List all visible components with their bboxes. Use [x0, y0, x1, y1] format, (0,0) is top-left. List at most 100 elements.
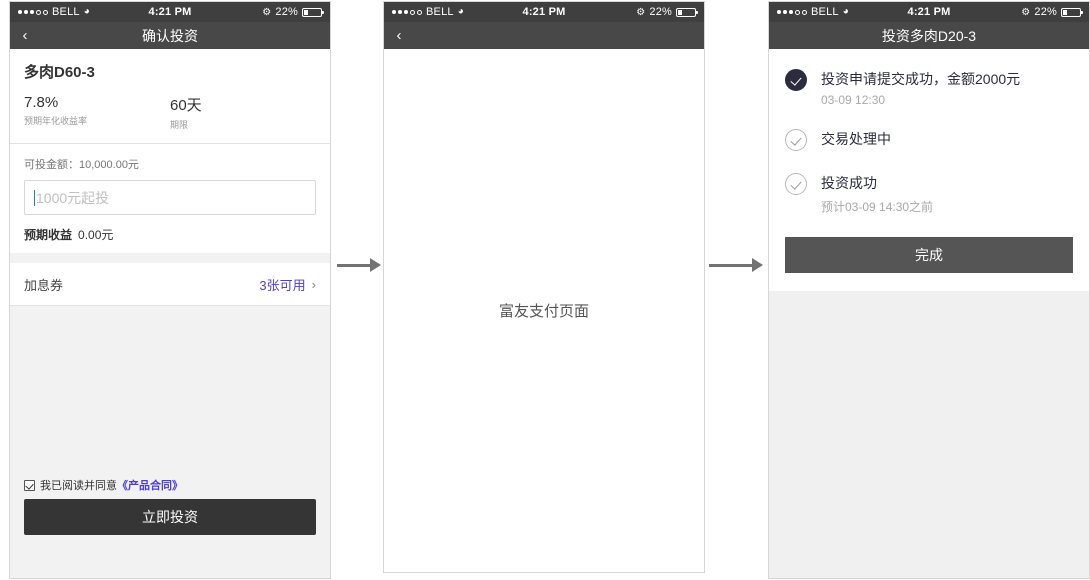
coupon-card[interactable]: 加息券 3张可用 › [10, 263, 330, 305]
status-bar-left: BELL ◕ [777, 6, 849, 18]
page-title: 确认投资 [142, 27, 198, 44]
battery-percent-label: 22% [649, 6, 672, 18]
phone-screen-payment: BELL ◕ 4:21 PM ⚙ 22% ‹ 富友支付页面 [383, 1, 705, 573]
done-button[interactable]: 完成 [785, 236, 1073, 273]
phone-screen-confirm-investment: BELL ◕ 4:21 PM ⚙ 22% ‹ 确认投资 多肉D60-3 7.8%… [9, 1, 331, 579]
timeline-subtitle: 03-09 12:30 [821, 93, 886, 108]
stat-rate: 7.8% 预期年化收益率 [24, 94, 170, 131]
amount-card: 可投金额：10,000.00元 1000元起投 预期收益 0.00元 [10, 144, 330, 253]
battery-icon [302, 7, 324, 17]
signal-dots-icon [18, 9, 48, 15]
text-caret [34, 189, 35, 206]
arrow-right-icon [370, 258, 381, 272]
status-bar: BELL ◕ 4:21 PM ⚙ 22% [769, 2, 1089, 22]
battery-icon [676, 7, 698, 17]
page-title: 投资多肉D20-3 [881, 27, 977, 44]
coupon-available-count: 3张可用 [259, 277, 306, 293]
rate-value: 7.8% [24, 94, 59, 111]
term-label: 期限 [170, 120, 189, 130]
expected-profit-value: 0.00元 [78, 228, 114, 242]
timeline-content: 投资申请提交成功，金额2000元 03-09 12:30 [807, 69, 1020, 107]
battery-percent-label: 22% [275, 6, 298, 18]
coupon-row[interactable]: 加息券 3张可用 › [10, 263, 330, 305]
amount-input[interactable]: 1000元起投 [24, 180, 316, 215]
product-block: 多肉D60-3 7.8% 预期年化收益率 60天 期限 [10, 49, 330, 143]
amount-block: 可投金额：10,000.00元 1000元起投 预期收益 0.00元 [10, 144, 330, 253]
stat-term: 60天 期限 [170, 94, 316, 131]
status-bar-left: BELL ◕ [18, 6, 90, 18]
amount-input-placeholder: 1000元起投 [36, 189, 110, 206]
invest-now-button[interactable]: 立即投资 [24, 499, 316, 535]
check-circle-outline-icon [785, 129, 807, 152]
status-bar: BELL ◕ 4:21 PM ⚙ 22% [384, 2, 704, 22]
divider [10, 143, 330, 144]
signal-dots-icon [777, 9, 807, 15]
term-value: 60天 [170, 97, 202, 114]
agreement-row[interactable]: 我已阅读并同意 《产品合同》 [24, 477, 316, 493]
result-card: 投资申请提交成功，金额2000元 03-09 12:30 交易处理中 [769, 49, 1089, 291]
timeline-title: 投资申请提交成功，金额2000元 [821, 71, 1021, 87]
product-card: 多肉D60-3 7.8% 预期年化收益率 60天 期限 [10, 49, 330, 143]
coupon-label: 加息券 [24, 277, 64, 293]
nav-bar: ‹ [384, 22, 704, 49]
wifi-icon: ◕ [83, 6, 90, 17]
status-bar-right: ⚙ 22% [262, 6, 324, 18]
status-bar-right: ⚙ 22% [636, 6, 698, 18]
arrow-right-icon [752, 258, 763, 272]
payment-page-placeholder: 富友支付页面 [498, 303, 589, 320]
screen2-body: 富友支付页面 [384, 49, 704, 572]
status-bar-right: ⚙ 22% [1021, 6, 1083, 18]
phone-screen-invest-result: BELL ◕ 4:21 PM ⚙ 22% 投资多肉D20-3 投资申请提交成功，… [768, 1, 1090, 579]
check-circle-outline-icon [785, 173, 807, 196]
signal-dots-icon [392, 9, 422, 15]
investment-timeline: 投资申请提交成功，金额2000元 03-09 12:30 交易处理中 [769, 69, 1089, 215]
bluetooth-icon: ⚙ [1021, 6, 1031, 18]
bluetooth-icon: ⚙ [262, 6, 272, 18]
timeline-step: 投资申请提交成功，金额2000元 03-09 12:30 [785, 69, 1073, 129]
nav-bar: ‹ 确认投资 [10, 22, 330, 49]
agreement-text: 我已阅读并同意 [40, 480, 117, 492]
screen1-body: 多肉D60-3 7.8% 预期年化收益率 60天 期限 可投金额：10,000.… [10, 49, 330, 578]
timeline-marker [785, 69, 807, 91]
flow-arrow-1 [337, 258, 381, 272]
timeline-content: 投资成功 预计03-09 14:30之前 [807, 173, 933, 214]
timeline-step: 交易处理中 [785, 129, 1073, 173]
carrier-label: BELL [52, 6, 80, 18]
screen3-body: 投资申请提交成功，金额2000元 03-09 12:30 交易处理中 [769, 49, 1089, 578]
battery-percent-label: 22% [1034, 6, 1057, 18]
timeline-marker [785, 129, 807, 152]
arrow-shaft [337, 263, 371, 267]
carrier-label: BELL [426, 6, 454, 18]
product-stats: 7.8% 预期年化收益率 60天 期限 [24, 94, 316, 131]
back-button[interactable]: ‹ [396, 26, 402, 44]
wifi-icon: ◕ [842, 6, 849, 17]
timeline-title: 交易处理中 [821, 131, 891, 148]
battery-icon [1061, 7, 1083, 17]
status-bar: BELL ◕ 4:21 PM ⚙ 22% [10, 2, 330, 22]
product-name: 多肉D60-3 [24, 64, 95, 81]
flow-arrow-2 [709, 258, 763, 272]
wifi-icon: ◕ [457, 6, 464, 17]
agreement-checkbox[interactable] [24, 479, 35, 491]
available-amount-label: 可投金额：10,000.00元 [24, 159, 139, 171]
bluetooth-icon: ⚙ [636, 6, 646, 18]
coupon-value-group[interactable]: 3张可用 › [259, 275, 316, 294]
expected-profit-label: 预期收益 [24, 228, 73, 242]
back-button[interactable]: ‹ [22, 26, 28, 44]
timeline-content: 交易处理中 [807, 129, 891, 151]
empty-area [769, 290, 1089, 578]
rate-label: 预期年化收益率 [24, 116, 88, 126]
divider [10, 305, 330, 306]
chevron-right-icon: › [311, 276, 316, 292]
product-contract-link[interactable]: 《产品合同》 [117, 480, 183, 492]
check-circle-filled-icon [785, 69, 807, 91]
expected-profit-row: 预期收益 0.00元 [24, 226, 316, 243]
carrier-label: BELL [811, 6, 839, 18]
section-gap [10, 253, 330, 263]
nav-bar: 投资多肉D20-3 [769, 22, 1089, 49]
timeline-marker [785, 173, 807, 196]
timeline-title: 投资成功 [821, 175, 877, 192]
status-bar-left: BELL ◕ [392, 6, 464, 18]
timeline-step: 投资成功 预计03-09 14:30之前 [785, 173, 1073, 214]
arrow-shaft [709, 263, 753, 267]
